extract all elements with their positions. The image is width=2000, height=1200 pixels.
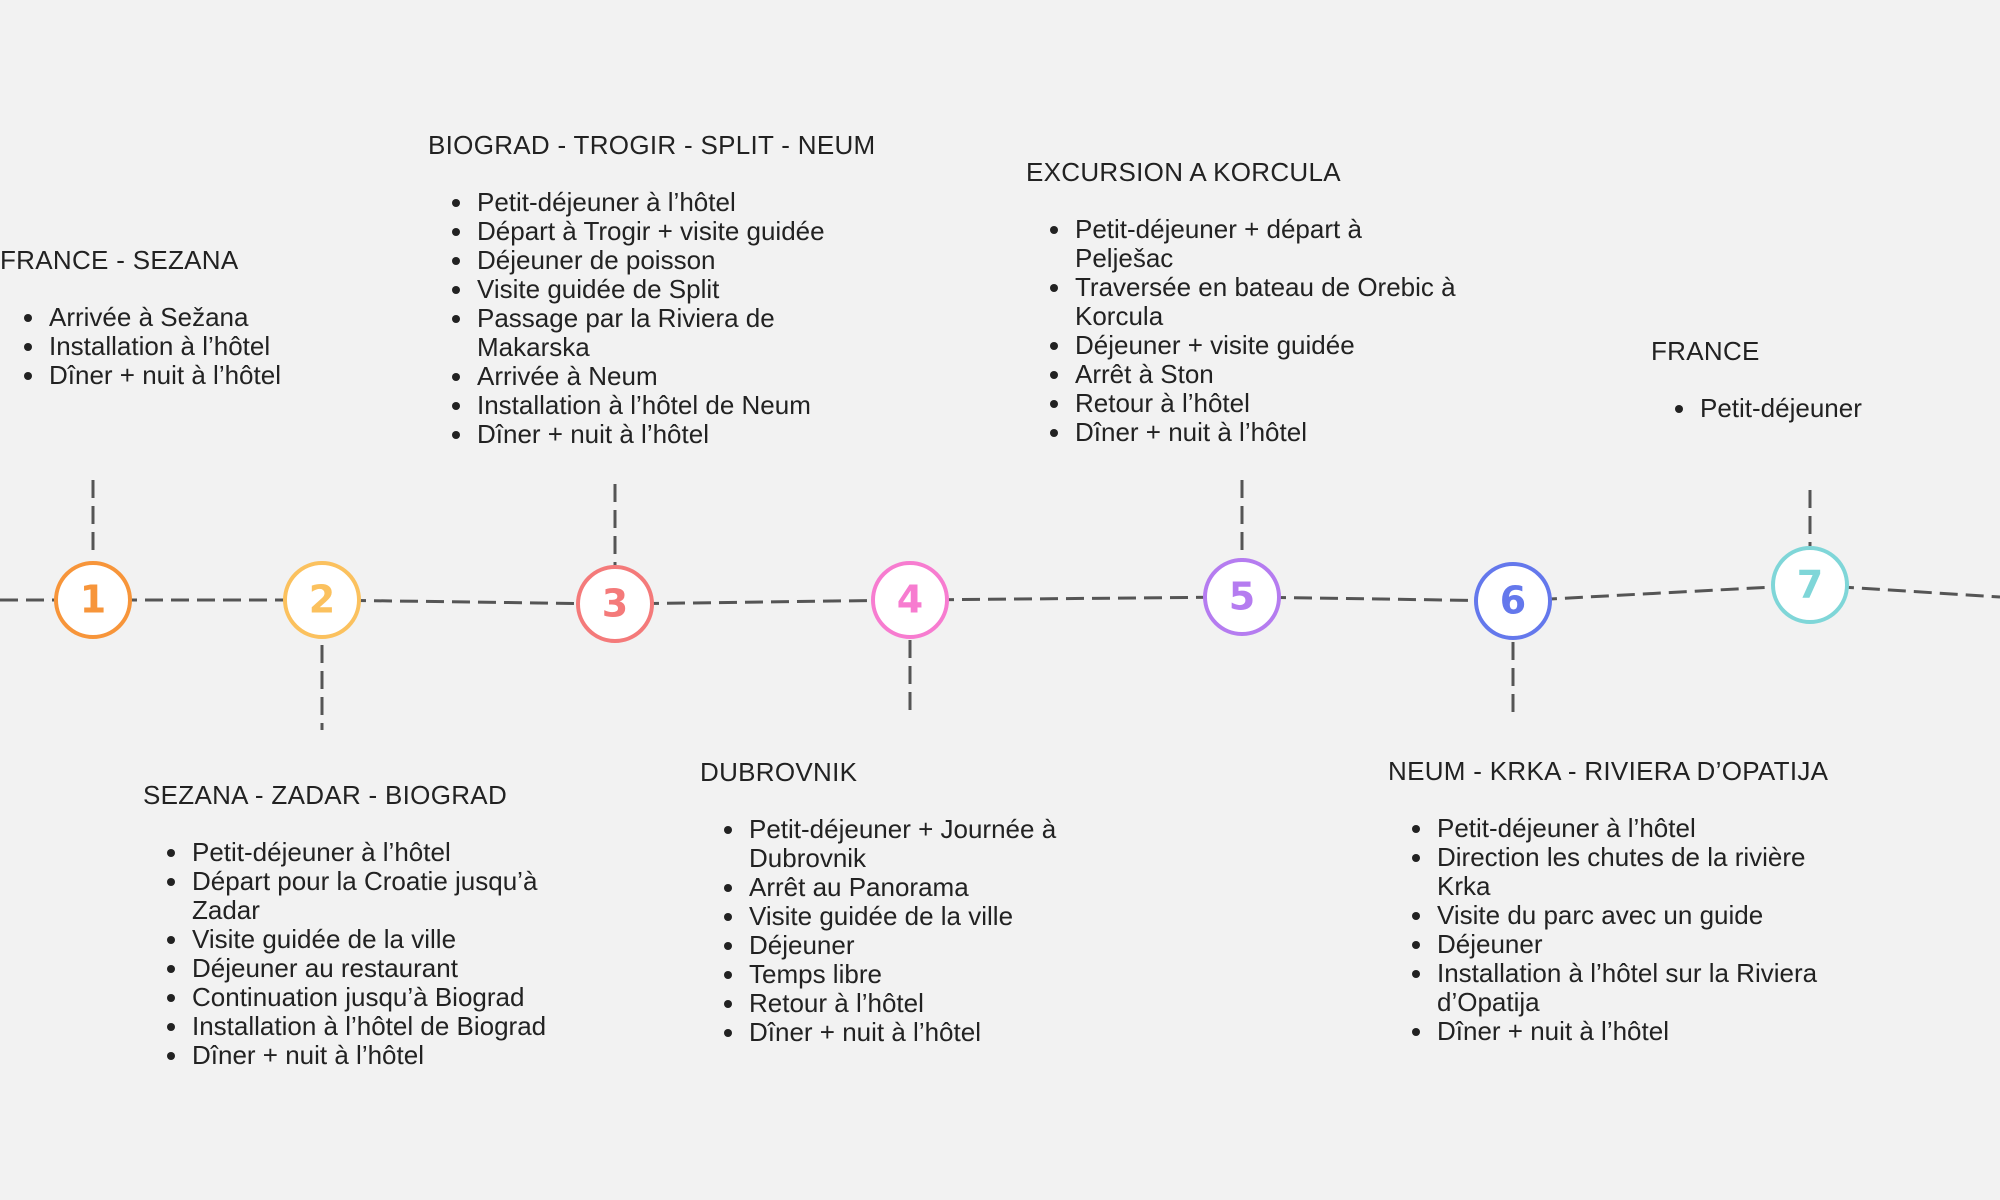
day-4-circle <box>871 561 949 639</box>
activity-item: Temps libre <box>747 960 1100 989</box>
timeline-axis-segment <box>1241 595 1514 603</box>
timeline-axis-segment <box>1512 583 1811 603</box>
activity-item: Arrivée à Sežana <box>47 303 330 332</box>
activity-item: Départ pour la Croatie jusqu’à Zadar <box>190 867 603 925</box>
day-7-title: FRANCE <box>1651 336 1760 366</box>
activity-item: Direction les chutes de la rivière Krka <box>1435 843 1848 901</box>
day-6-circle <box>1474 562 1552 640</box>
day-4-node: 4 <box>871 561 949 639</box>
day-3-number: 3 <box>602 582 628 626</box>
day-1-node: 1 <box>54 561 132 639</box>
timeline-axis-segment <box>614 598 911 606</box>
day-5-circle <box>1203 558 1281 636</box>
day-6-number: 6 <box>1500 579 1526 623</box>
day-7-block: FRANCE Petit-déjeuner <box>1651 336 1951 423</box>
activity-item: Petit-déjeuner à l’hôtel <box>1435 814 1848 843</box>
day-7-number: 7 <box>1797 563 1823 607</box>
day-4-activities: Petit-déjeuner + Journée à DubrovnikArrê… <box>700 815 1100 1047</box>
activity-item: Continuation jusqu’à Biograd <box>190 983 603 1012</box>
day-1-circle <box>54 561 132 639</box>
activity-item: Dîner + nuit à l’hôtel <box>1435 1017 1848 1046</box>
activity-item: Déjeuner + visite guidée <box>1073 331 1466 360</box>
activity-item: Petit-déjeuner à l’hôtel <box>190 838 603 867</box>
day-3-block: BIOGRAD - TROGIR - SPLIT - NEUM Petit-déj… <box>428 130 876 449</box>
day-5-activities: Petit-déjeuner + départ à PelješacTraver… <box>1026 215 1466 447</box>
day-1-number: 1 <box>80 578 106 622</box>
day-2-block: SEZANA - ZADAR - BIOGRAD Petit-déjeuner à… <box>143 780 603 1070</box>
activity-item: Installation à l’hôtel sur la Riviera d’… <box>1435 959 1848 1017</box>
day-5-node: 5 <box>1203 558 1281 636</box>
activity-item: Visite guidée de la ville <box>747 902 1100 931</box>
activity-item: Petit-déjeuner à l’hôtel <box>475 188 868 217</box>
activity-item: Déjeuner au restaurant <box>190 954 603 983</box>
activity-item: Dîner + nuit à l’hôtel <box>1073 418 1466 447</box>
activity-item: Dîner + nuit à l’hôtel <box>47 361 330 390</box>
day-2-number: 2 <box>309 578 335 622</box>
activity-item: Visite guidée de Split <box>475 275 868 304</box>
day-1-block: FRANCE - SEZANA Arrivée à SežanaInstallat… <box>0 245 330 390</box>
activity-item: Passage par la Riviera de Makarska <box>475 304 868 362</box>
day-6-title: NEUM - KRKA - RIVIERA D’OPATIJA <box>1388 756 1829 786</box>
day-5-number: 5 <box>1229 575 1255 619</box>
day-7-circle <box>1771 546 1849 624</box>
day-7-node: 7 <box>1771 546 1849 624</box>
day-6-block: NEUM - KRKA - RIVIERA D’OPATIJA Petit-déj… <box>1388 756 1848 1046</box>
activity-item: Arrêt à Ston <box>1073 360 1466 389</box>
activity-item: Petit-déjeuner + départ à Pelješac <box>1073 215 1466 273</box>
activity-item: Installation à l’hôtel de Biograd <box>190 1012 603 1041</box>
day-5-block: EXCURSION A KORCULA Petit-déjeuner + dépa… <box>1026 157 1466 447</box>
activity-item: Visite du parc avec un guide <box>1435 901 1848 930</box>
activity-item: Arrêt au Panorama <box>747 873 1100 902</box>
activity-item: Départ à Trogir + visite guidée <box>475 217 868 246</box>
day-1-title: FRANCE - SEZANA <box>0 245 239 275</box>
day-4-number: 4 <box>897 578 923 622</box>
timeline-axis-segment <box>321 598 616 606</box>
day-4-block: DUBROVNIK Petit-déjeuner + Journée à Dubr… <box>700 757 1100 1047</box>
day-3-title: BIOGRAD - TROGIR - SPLIT - NEUM <box>428 130 876 160</box>
timeline-axis-segment <box>909 595 1243 602</box>
day-3-circle <box>576 565 654 643</box>
day-5-title: EXCURSION A KORCULA <box>1026 157 1341 187</box>
activity-item: Dîner + nuit à l’hôtel <box>475 420 868 449</box>
day-6-activities: Petit-déjeuner à l’hôtelDirection les ch… <box>1388 814 1848 1046</box>
activity-item: Déjeuner <box>747 931 1100 960</box>
day-7-activities: Petit-déjeuner <box>1651 394 1951 423</box>
activity-item: Installation à l’hôtel de Neum <box>475 391 868 420</box>
activity-item: Petit-déjeuner + Journée à Dubrovnik <box>747 815 1100 873</box>
activity-item: Installation à l’hôtel <box>47 332 330 361</box>
day-2-title: SEZANA - ZADAR - BIOGRAD <box>143 780 508 810</box>
day-1-activities: Arrivée à SežanaInstallation à l’hôtelDî… <box>0 303 330 390</box>
activity-item: Traversée en bateau de Orebic à Korcula <box>1073 273 1466 331</box>
day-6-node: 6 <box>1474 562 1552 640</box>
activity-item: Retour à l’hôtel <box>1073 389 1466 418</box>
activity-item: Petit-déjeuner <box>1698 394 1951 423</box>
activity-item: Déjeuner <box>1435 930 1848 959</box>
day-4-title: DUBROVNIK <box>700 757 858 787</box>
activity-item: Arrivée à Neum <box>475 362 868 391</box>
activity-item: Retour à l’hôtel <box>747 989 1100 1018</box>
activity-item: Dîner + nuit à l’hôtel <box>190 1041 603 1070</box>
day-2-activities: Petit-déjeuner à l’hôtelDépart pour la C… <box>143 838 603 1070</box>
day-3-node: 3 <box>576 565 654 643</box>
activity-item: Visite guidée de la ville <box>190 925 603 954</box>
activity-item: Dîner + nuit à l’hôtel <box>747 1018 1100 1047</box>
day-2-node: 2 <box>283 561 361 639</box>
day-3-activities: Petit-déjeuner à l’hôtelDépart à Trogir … <box>428 188 868 449</box>
activity-item: Déjeuner de poisson <box>475 246 868 275</box>
day-2-circle <box>283 561 361 639</box>
